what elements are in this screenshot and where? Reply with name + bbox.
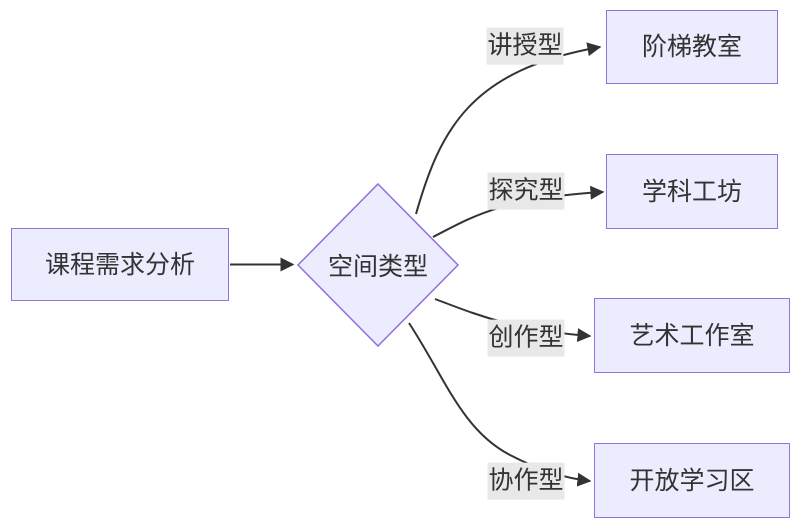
node-course-requirement-analysis: 课程需求分析 — [11, 228, 229, 301]
edge-label-inquiry-type: 探究型 — [487, 172, 565, 210]
node-label: 课程需求分析 — [44, 250, 195, 279]
node-label: 学科工坊 — [641, 177, 742, 206]
node-label: 艺术工作室 — [629, 321, 755, 350]
edge-label-collaboration-type: 协作型 — [487, 462, 565, 500]
node-label: 空间类型 — [327, 253, 428, 281]
edge-spacetype-to-subject-workshop — [432, 185, 605, 238]
node-subject-workshop: 学科工坊 — [606, 154, 778, 229]
edge-label-lecture-type: 讲授型 — [486, 27, 564, 65]
node-label: 开放学习区 — [629, 466, 755, 495]
node-open-learning-area: 开放学习区 — [594, 443, 790, 518]
edge-label-creation-type: 创作型 — [487, 319, 565, 357]
node-art-studio: 艺术工作室 — [594, 298, 790, 373]
node-label: 阶梯教室 — [641, 33, 742, 61]
node-space-type-decision: 空间类型 — [298, 239, 458, 291]
decision-diamond-shape — [296, 182, 460, 348]
node-lecture-hall: 阶梯教室 — [606, 10, 778, 84]
